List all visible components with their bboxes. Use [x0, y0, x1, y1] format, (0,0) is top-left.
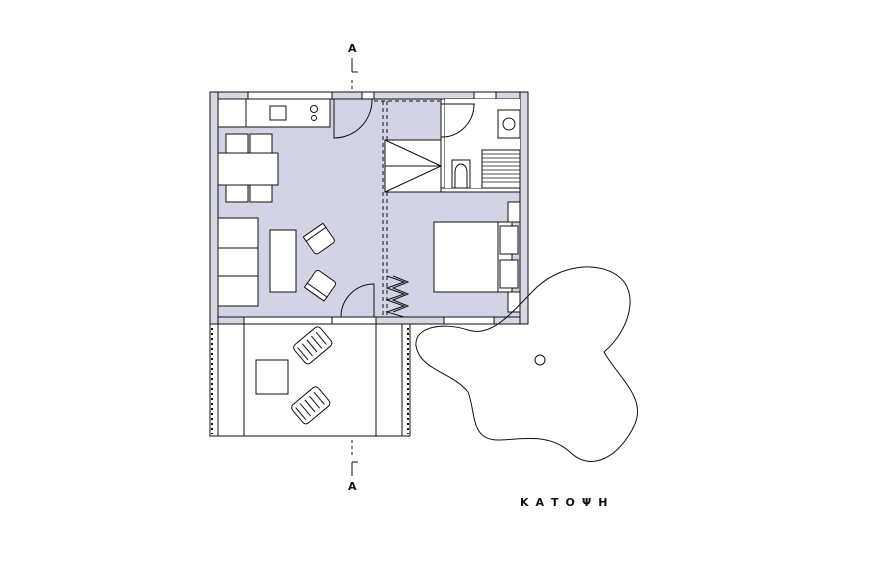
section-marker-top: Α [348, 42, 357, 55]
dining-set [217, 133, 279, 203]
hob-icon [310, 105, 318, 113]
double-bed [433, 201, 521, 313]
armchair-lower [303, 269, 337, 302]
coffee-table [269, 229, 297, 293]
section-line-top [351, 58, 358, 92]
tree-trunk-icon [534, 354, 546, 366]
toilet [451, 159, 471, 189]
deck-chair-upper [293, 326, 333, 365]
bottom-wall-openings [243, 316, 495, 325]
partition-wall [374, 100, 440, 318]
terrace-door [340, 283, 375, 318]
deck-chair-lower [291, 386, 331, 425]
nightstand-top [507, 201, 521, 223]
garden-shape [415, 266, 638, 462]
wardrobe [384, 139, 442, 193]
terrace-table [255, 359, 289, 395]
section-line-bottom [351, 440, 358, 476]
washbasin [497, 109, 521, 139]
entrance-door [333, 98, 373, 139]
kitchen-counter [217, 98, 331, 128]
pillow-top [499, 225, 519, 255]
nightstand-bottom [507, 291, 521, 313]
sofa [217, 217, 259, 307]
plan-caption: ΚΑΤΟΨΗ [520, 496, 615, 509]
dining-table [217, 152, 279, 186]
shower-tray [481, 149, 521, 189]
sink-icon [269, 105, 287, 121]
section-marker-bottom: Α [348, 480, 357, 493]
armchair-upper [302, 222, 335, 255]
pillow-bottom [499, 259, 519, 289]
folding-door [385, 275, 406, 318]
